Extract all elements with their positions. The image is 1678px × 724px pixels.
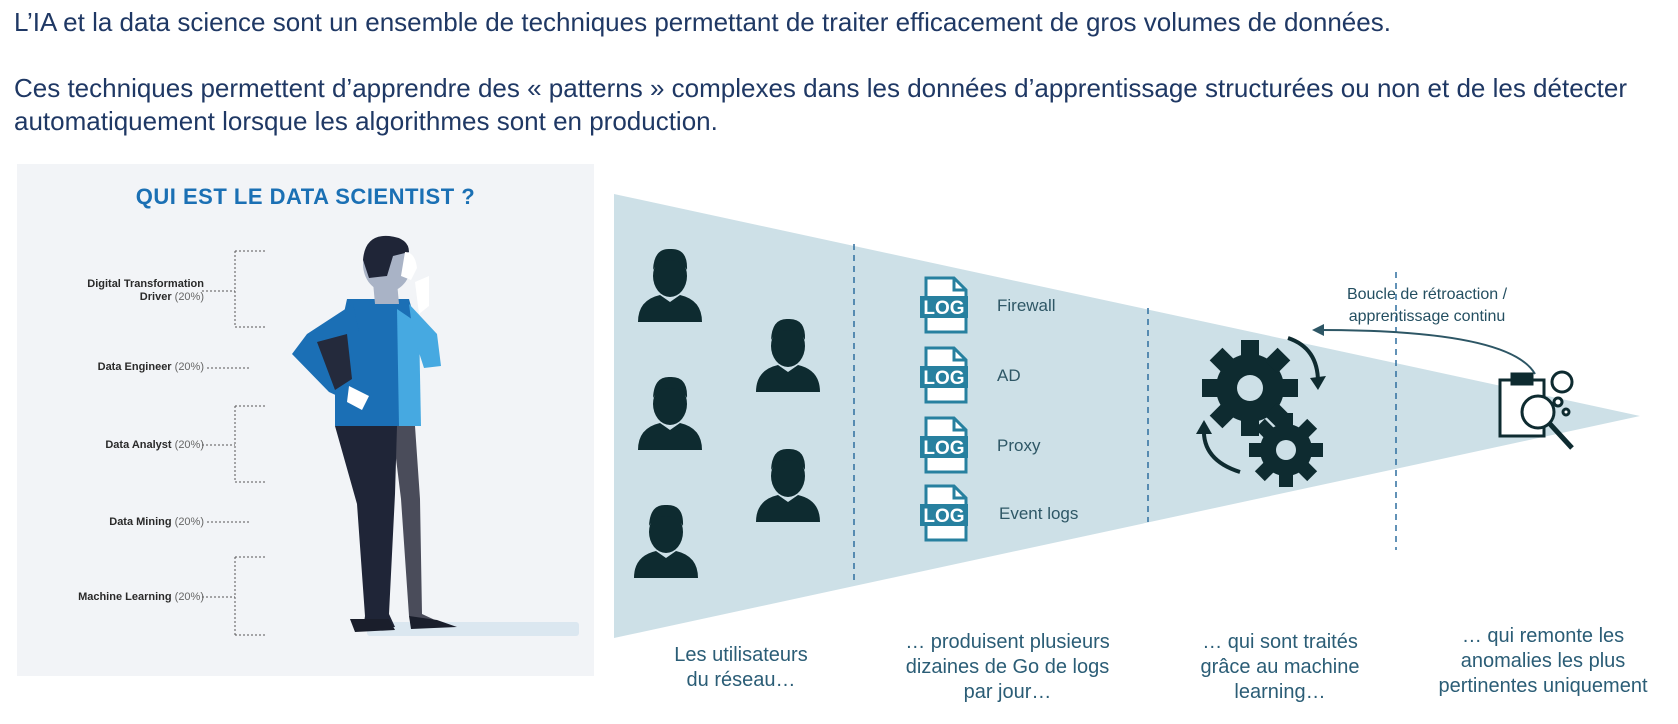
- gears-icon: [1196, 336, 1326, 487]
- log-label-firewall: Firewall: [997, 296, 1056, 315]
- thinking-person-illustration: [292, 235, 579, 636]
- caption-users: Les utilisateurs du réseau…: [674, 644, 808, 691]
- feedback-loop-label: Boucle de rétroaction / apprentissage co…: [1346, 286, 1508, 325]
- anomaly-search-icon: [1498, 370, 1574, 450]
- feedback-arrow: [1319, 329, 1536, 375]
- user-icon: [756, 448, 820, 522]
- funnel-diagram: [614, 194, 1640, 638]
- log-label-event-logs: Event logs: [999, 504, 1079, 523]
- intro-line-2: Ces techniques permettent d’apprendre de…: [14, 73, 1628, 136]
- log-file-icon: LOG: [918, 276, 970, 334]
- intro-line-1: L’IA et la data science sont un ensemble…: [14, 7, 1391, 37]
- user-icon: [638, 248, 702, 322]
- intro-text: L’IA et la data science sont un ensemble…: [14, 6, 1654, 138]
- role-machine-learning: Machine Learning (20%): [78, 591, 204, 603]
- caption-logs: … produisent plusieurs dizaines de Go de…: [905, 631, 1110, 703]
- log-label-proxy: Proxy: [997, 436, 1041, 455]
- panel-title: QUI EST LE DATA SCIENTIST ?: [135, 184, 476, 209]
- role-data-mining: Data Mining (20%): [109, 516, 204, 528]
- funnel-shape: [614, 194, 1640, 638]
- caption-machine-learning: … qui sont traités grâce au machine lear…: [1200, 631, 1360, 703]
- role-digital-transformation: Digital Transformation Driver (20%): [87, 278, 204, 303]
- svg-text:LOG: LOG: [923, 368, 964, 389]
- log-file-icon: LOG: [918, 416, 970, 474]
- data-scientist-panel: QUI EST LE DATA SCIENTIST ? Digital Tran…: [17, 164, 594, 676]
- svg-text:LOG: LOG: [923, 438, 964, 459]
- roles-connectors: [202, 250, 267, 636]
- svg-text:LOG: LOG: [923, 506, 964, 527]
- svg-text:LOG: LOG: [923, 298, 964, 319]
- log-label-ad: AD: [997, 366, 1021, 385]
- log-file-icon: LOG: [918, 346, 970, 404]
- log-file-icon: LOG: [918, 484, 970, 542]
- user-icon: [638, 376, 702, 450]
- role-data-analyst: Data Analyst (20%): [105, 439, 204, 451]
- user-icon: [756, 318, 820, 392]
- user-icon: [634, 504, 698, 578]
- role-data-engineer: Data Engineer (20%): [97, 361, 204, 373]
- caption-anomalies: … qui remonte les anomalies les plus per…: [1438, 625, 1648, 697]
